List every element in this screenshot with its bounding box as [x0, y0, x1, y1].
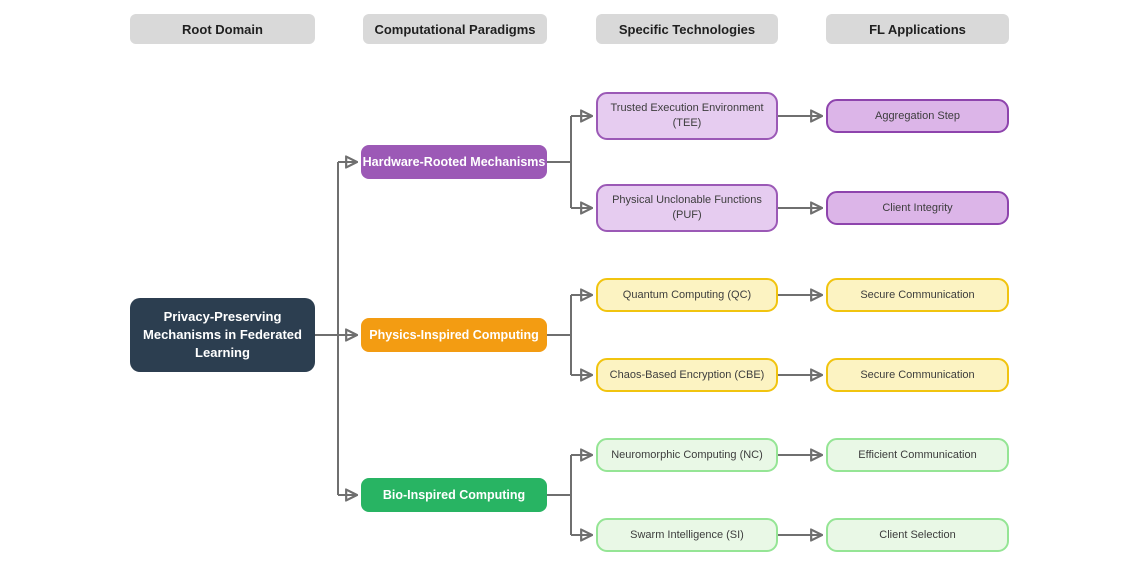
- node-hardware-rooted-mechanisms: Hardware-Rooted Mechanisms: [361, 145, 547, 179]
- node-root-privacy-preserving-mechanisms: Privacy-Preserving Mechanisms in Federat…: [130, 298, 315, 372]
- node-neuromorphic-computing: Neuromorphic Computing (NC): [596, 438, 778, 472]
- node-physics-inspired-computing: Physics-Inspired Computing: [361, 318, 547, 352]
- node-trusted-execution-environment: Trusted Execution Environment (TEE): [596, 92, 778, 140]
- node-efficient-communication: Efficient Communication: [826, 438, 1009, 472]
- node-client-selection: Client Selection: [826, 518, 1009, 552]
- node-client-integrity: Client Integrity: [826, 191, 1009, 225]
- node-secure-communication-cbe: Secure Communication: [826, 358, 1009, 392]
- column-header-computational-paradigms: Computational Paradigms: [363, 14, 547, 44]
- node-bio-inspired-computing: Bio-Inspired Computing: [361, 478, 547, 512]
- node-secure-communication-qc: Secure Communication: [826, 278, 1009, 312]
- column-header-fl-applications: FL Applications: [826, 14, 1009, 44]
- column-header-root-domain: Root Domain: [130, 14, 315, 44]
- node-chaos-based-encryption: Chaos-Based Encryption (CBE): [596, 358, 778, 392]
- node-swarm-intelligence: Swarm Intelligence (SI): [596, 518, 778, 552]
- node-aggregation-step: Aggregation Step: [826, 99, 1009, 133]
- node-quantum-computing: Quantum Computing (QC): [596, 278, 778, 312]
- column-header-specific-technologies: Specific Technologies: [596, 14, 778, 44]
- node-physical-unclonable-functions: Physical Unclonable Functions (PUF): [596, 184, 778, 232]
